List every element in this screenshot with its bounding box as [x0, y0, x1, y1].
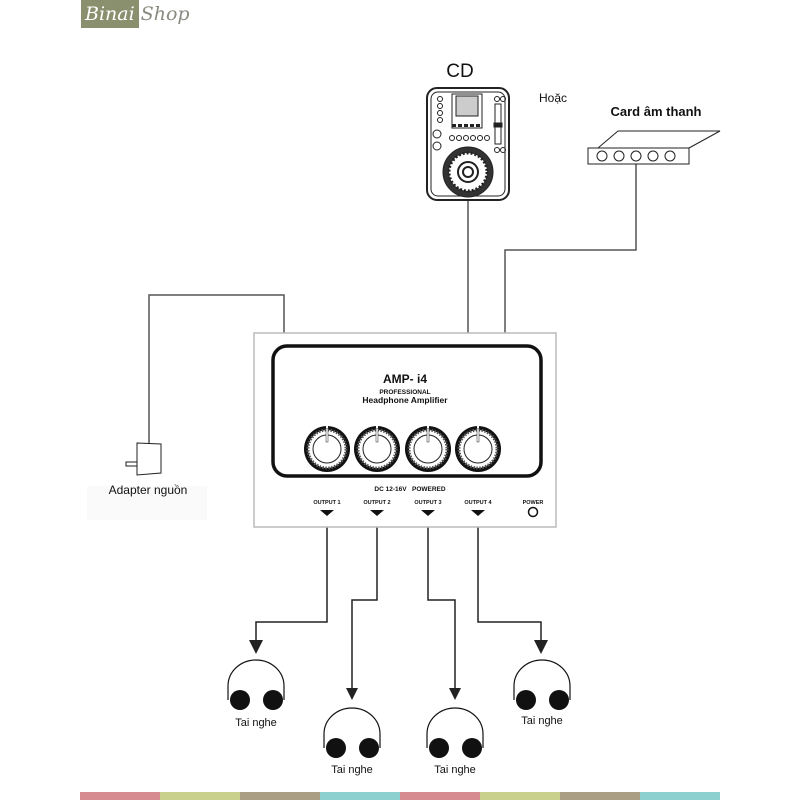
- or-label: Hoặc: [539, 91, 567, 105]
- stripe-segment: [160, 792, 240, 800]
- stripe-segment: [560, 792, 640, 800]
- headphone-icon: [513, 659, 571, 700]
- headphone-label: Tai nghe: [331, 764, 373, 776]
- output-jack-4[interactable]: [471, 510, 485, 516]
- output-label-4: OUTPUT 4: [464, 500, 492, 506]
- wire-output-3: [427, 527, 456, 690]
- amp-line1: PROFESSIONAL: [379, 389, 430, 396]
- headphone-2: Tai nghe: [323, 707, 381, 776]
- power-led-icon: [527, 506, 539, 518]
- output-label-3: OUTPUT 3: [414, 500, 441, 506]
- amp-model: AMP- i4: [383, 372, 427, 386]
- headphone-icon: [323, 707, 381, 748]
- output-label-1: OUTPUT 1: [313, 500, 340, 506]
- wire-card: [504, 164, 637, 333]
- cd-label: CD: [446, 61, 473, 82]
- amplifier: AMP- i4 PROFESSIONAL Headphone Amplifier…: [253, 332, 557, 528]
- power-adapter-icon: [125, 442, 162, 476]
- wire-adapter: [148, 294, 285, 443]
- volume-knob-3[interactable]: [405, 422, 451, 472]
- volume-knobs: [304, 422, 501, 472]
- cd-player-icon: [426, 87, 510, 201]
- wire-output-2: [351, 527, 378, 690]
- stripe-segment: [400, 792, 480, 800]
- output-jack-3[interactable]: [421, 510, 435, 516]
- wire-output-1: [255, 527, 328, 642]
- arrows: [249, 640, 548, 700]
- logo: Binai Shop: [81, 0, 190, 28]
- output-jack-2[interactable]: [370, 510, 384, 516]
- stripe-segment: [640, 792, 720, 800]
- output-jack-1[interactable]: [320, 510, 334, 516]
- headphone-1: Tai nghe: [227, 659, 285, 729]
- stripe-segment: [320, 792, 400, 800]
- headphone-label: Tai nghe: [235, 717, 277, 729]
- adapter-label-bg: [87, 486, 207, 520]
- arrow-icon: [449, 688, 461, 700]
- arrow-icon: [534, 640, 548, 654]
- headphone-icon: [426, 707, 484, 748]
- power-label: POWER: [523, 500, 544, 506]
- arrow-icon: [249, 640, 263, 654]
- wire-output-4: [477, 527, 542, 642]
- stripe-segment: [80, 792, 160, 800]
- stripe-segment: [240, 792, 320, 800]
- output-label-2: OUTPUT 2: [363, 500, 390, 506]
- arrow-icon: [346, 688, 358, 700]
- volume-knob-2[interactable]: [354, 422, 400, 472]
- headphone-3: Tai nghe: [426, 707, 484, 776]
- sound-card-icon: [587, 130, 721, 165]
- headphone-label: Tai nghe: [434, 764, 476, 776]
- logo-part1: Binai: [81, 0, 139, 28]
- headphone-icon: [227, 659, 285, 700]
- power-spec: DC 12-16V POWERED: [374, 486, 445, 493]
- output-wires: [255, 527, 542, 690]
- wires: [148, 164, 637, 443]
- volume-knob-4[interactable]: [455, 422, 501, 472]
- card-label: Card âm thanh: [610, 104, 701, 119]
- logo-part2: Shop: [140, 3, 190, 25]
- headphone-4: Tai nghe: [513, 659, 571, 727]
- adapter-label: Adapter nguồn: [109, 483, 188, 497]
- volume-knob-1[interactable]: [304, 422, 350, 472]
- stripe-segment: [480, 792, 560, 800]
- headphone-label: Tai nghe: [521, 715, 563, 727]
- amp-line2: Headphone Amplifier: [362, 395, 448, 405]
